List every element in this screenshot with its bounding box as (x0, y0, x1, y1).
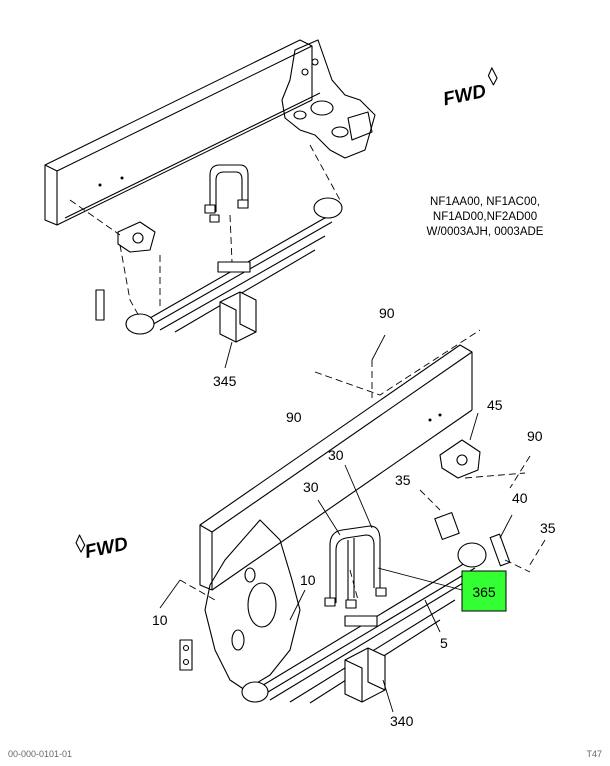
callout-30-lower: 30 (303, 479, 319, 495)
top-assembly (44, 39, 376, 369)
callout-90-right: 90 (527, 428, 543, 444)
model-note-line-3: W/0003AJH, 0003ADE (427, 226, 544, 238)
bottom-u-bolts (324, 525, 387, 609)
fwd-label-top: FWD (441, 81, 488, 111)
bottom-rear-shackle (434, 439, 511, 567)
callout-365[interactable]: 365 (472, 584, 496, 600)
bottom-leaf-spring (241, 542, 487, 704)
callout-45: 45 (487, 397, 503, 413)
callout-10-left: 10 (152, 612, 168, 628)
top-leaf-spring (125, 197, 343, 335)
fwd-arrow-top-icon (487, 67, 498, 86)
callout-365-highlight[interactable]: 365 (461, 570, 507, 612)
model-note-line-1: NF1AA00, NF1AC00, (430, 196, 540, 208)
callout-90-left: 90 (286, 409, 302, 425)
callout-10-right: 10 (300, 572, 316, 588)
footer-sheet-code: T47 (586, 749, 602, 759)
fwd-label-bottom: FWD (83, 533, 130, 563)
highlight-box[interactable] (461, 570, 507, 612)
bottom-front-hanger (179, 519, 301, 691)
callout-340: 340 (390, 713, 414, 729)
callout-5: 5 (440, 635, 448, 651)
callout-35-right: 35 (540, 520, 556, 536)
top-frame-rail (44, 39, 321, 226)
callout-345: 345 (213, 373, 237, 389)
callout-90-top: 90 (379, 305, 395, 321)
callout-40: 40 (512, 490, 528, 506)
footer-drawing-number: 00-000-0101-01 (8, 749, 72, 759)
callout-30-upper: 30 (328, 447, 344, 463)
callout-35-left: 35 (395, 472, 411, 488)
bottom-jounce-block (344, 647, 386, 703)
bottom-frame-rail (199, 344, 473, 591)
top-u-bolt (204, 164, 249, 223)
top-front-hanger (281, 39, 376, 159)
top-jounce-block (219, 291, 257, 343)
model-note-line-2: NF1AD00,NF2AD00 (433, 211, 537, 223)
top-rear-shackle (95, 221, 156, 321)
fwd-arrow-bottom-icon (75, 534, 86, 553)
bottom-assembly (159, 329, 546, 713)
